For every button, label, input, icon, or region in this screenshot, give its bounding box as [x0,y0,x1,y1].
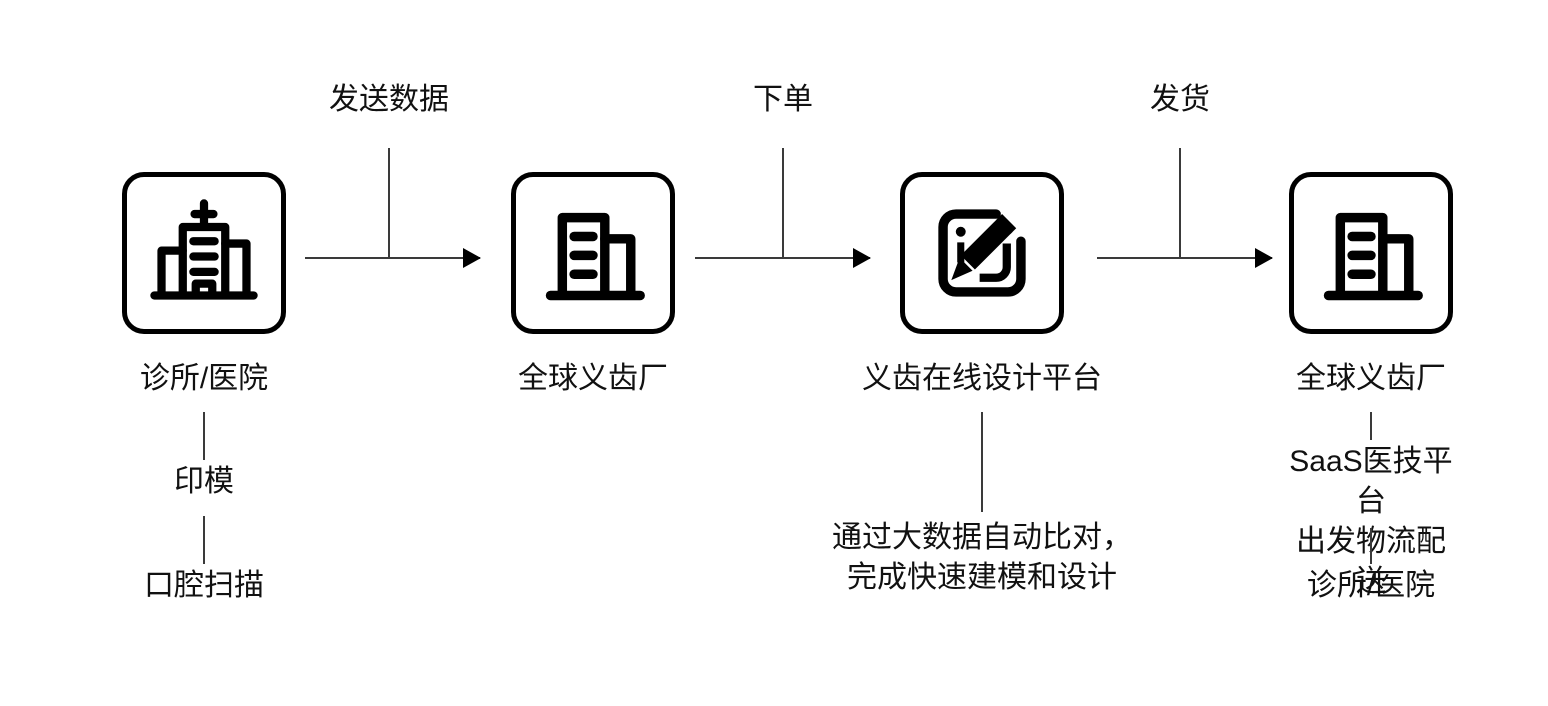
connector-clinic-to-impression [203,412,205,460]
connector-note-to-clinic [1370,528,1372,564]
arrow-clinic-to-factory [305,257,480,259]
connector-factory2-to-note [1370,412,1372,440]
sub-label-platform-note: 通过大数据自动比对， 完成快速建模和设计 [832,521,1132,594]
edge-droplink-ship-goods [1179,148,1181,258]
office-building-icon [534,194,652,312]
sub-label-factory-end: 诊所/医院 [1306,569,1436,602]
node-global-denture-factory-2[interactable] [1289,172,1453,334]
node-clinic-hospital[interactable] [122,172,286,334]
node-label-denture-online-design-platform: 义齿在线设计平台 [862,362,1102,395]
node-label-global-denture-factory-2: 全球义齿厂 [1296,362,1446,395]
office-building-icon [1312,194,1430,312]
arrow-platform-to-factory2 [1097,257,1272,259]
node-denture-online-design-platform[interactable] [900,172,1064,334]
node-label-clinic-hospital: 诊所/医院 [139,362,269,395]
sub-label-impression: 印模 [174,465,234,498]
sub-label-oral-scan: 口腔扫描 [144,569,264,602]
connector-impression-to-scan [203,516,205,564]
edge-label-ship-goods: 发货 [1150,83,1210,116]
edge-label-send-data: 发送数据 [329,83,449,116]
connector-platform-to-note [981,412,983,512]
edit-pencil-icon [923,194,1041,312]
arrow-factory-to-platform [695,257,870,259]
node-label-global-denture-factory-1: 全球义齿厂 [518,362,668,395]
hospital-building-icon [145,194,263,312]
node-global-denture-factory-1[interactable] [511,172,675,334]
edge-droplink-send-data [388,148,390,258]
edge-droplink-place-order [782,148,784,258]
edge-label-place-order: 下单 [753,83,813,116]
